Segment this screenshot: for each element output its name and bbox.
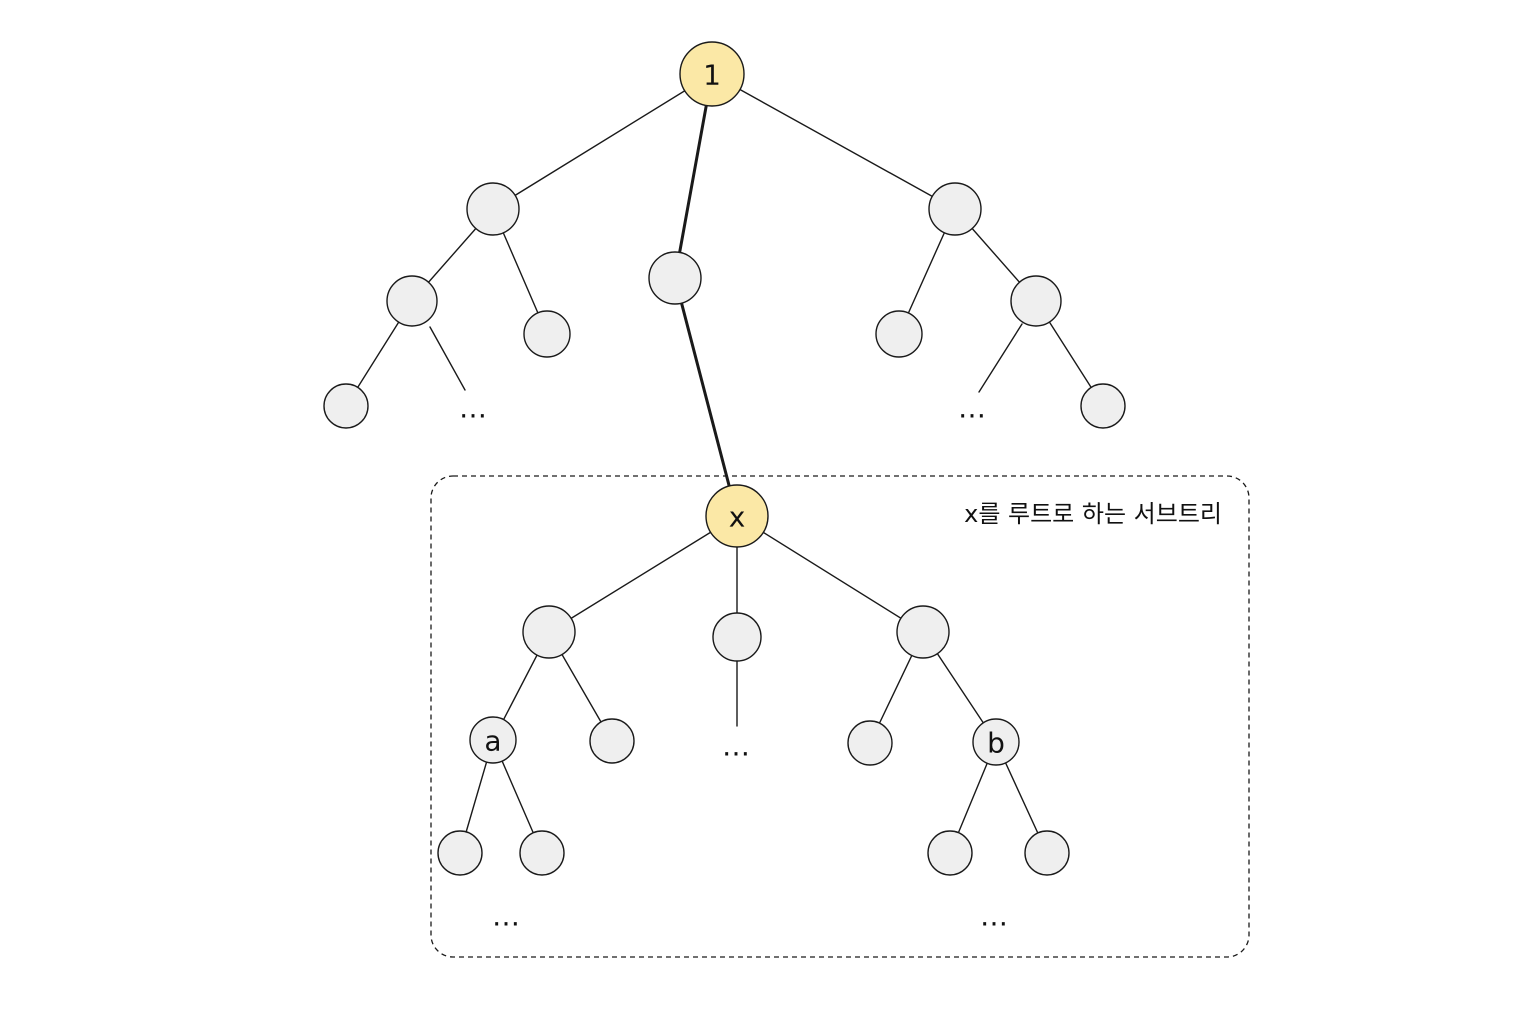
node-circle-a-left: [437, 830, 483, 876]
node-circle-n-mid: [648, 251, 702, 305]
tree-node-n-left-right: [523, 310, 571, 358]
node-circle-x-left: [522, 605, 576, 659]
node-circle-x-right-left: [847, 720, 893, 766]
tree-node-b-right: [1024, 830, 1070, 876]
node-circle-n-left-left: [386, 275, 438, 327]
path-edge-root-n-mid: [673, 72, 714, 280]
node-circle-b-left: [927, 830, 973, 876]
tree-node-x-left: [522, 605, 576, 659]
node-circle-x: [705, 484, 769, 548]
node-circle-a: [469, 716, 517, 764]
tree-node-n-mid: [648, 251, 702, 305]
tree-node-x-right-left: [847, 720, 893, 766]
tree-node-n-right-right-right: [1080, 383, 1126, 429]
tree-node-a: a: [469, 716, 517, 764]
node-circle-x-right: [896, 605, 950, 659]
tree-node-n-right-left: [875, 310, 923, 358]
tree-node-x: x: [705, 484, 769, 548]
path-edge-n-mid-x: [673, 276, 739, 518]
tree-node-a-left: [437, 830, 483, 876]
node-circle-n-right-right-right: [1080, 383, 1126, 429]
ellipsis-ell-b: …: [980, 900, 1010, 933]
tree-node-root: 1: [679, 41, 745, 107]
ellipsis-ell-right-upper: …: [958, 392, 988, 425]
node-circle-root: [679, 41, 745, 107]
node-circle-x-left-right: [589, 718, 635, 764]
tree-node-x-right: [896, 605, 950, 659]
node-circle-n-left-left-left: [323, 383, 369, 429]
tree-node-b-left: [927, 830, 973, 876]
ellipsis-ell-x-mid: …: [722, 730, 752, 763]
ellipsis-ell-left-upper: …: [459, 392, 489, 425]
node-label-x: x: [729, 501, 746, 534]
edge-root-n-left: [492, 73, 713, 210]
nodes-layer: 1 x a b: [323, 41, 1126, 876]
edge-x-x-right: [736, 515, 924, 633]
tree-node-n-left-left-left: [323, 383, 369, 429]
dangling-edge-2: [978, 323, 1023, 393]
node-circle-n-right-right: [1010, 275, 1062, 327]
node-circle-n-right-left: [875, 310, 923, 358]
tree-node-n-right: [928, 182, 982, 236]
node-label-b: b: [987, 727, 1005, 760]
node-circle-a-right: [519, 830, 565, 876]
ellipsis-ell-a: …: [492, 900, 522, 933]
dangling-edge-1: [429, 326, 466, 391]
tree-node-n-right-right: [1010, 275, 1062, 327]
node-circle-n-right: [928, 182, 982, 236]
node-circle-b: [972, 718, 1020, 766]
edge-x-x-left: [548, 515, 738, 633]
node-circle-n-left: [466, 182, 520, 236]
tree-node-a-right: [519, 830, 565, 876]
tree-node-x-left-right: [589, 718, 635, 764]
subtree-box: [430, 475, 1250, 958]
node-circle-x-mid: [712, 612, 762, 662]
subtree-label: x를 루트로 하는 서브트리: [964, 500, 1222, 528]
node-label-a: a: [484, 725, 501, 758]
tree-node-x-mid: [712, 612, 762, 662]
dangling-edges-layer: [429, 323, 1023, 727]
node-circle-b-right: [1024, 830, 1070, 876]
ellipsis-layer: … … … … …: [459, 392, 1010, 933]
tree-node-n-left-left: [386, 275, 438, 327]
node-label-root: 1: [703, 59, 721, 92]
tree-node-b: b: [972, 718, 1020, 766]
tree-node-n-left: [466, 182, 520, 236]
edge-root-n-right: [711, 73, 956, 210]
node-circle-n-left-right: [523, 310, 571, 358]
